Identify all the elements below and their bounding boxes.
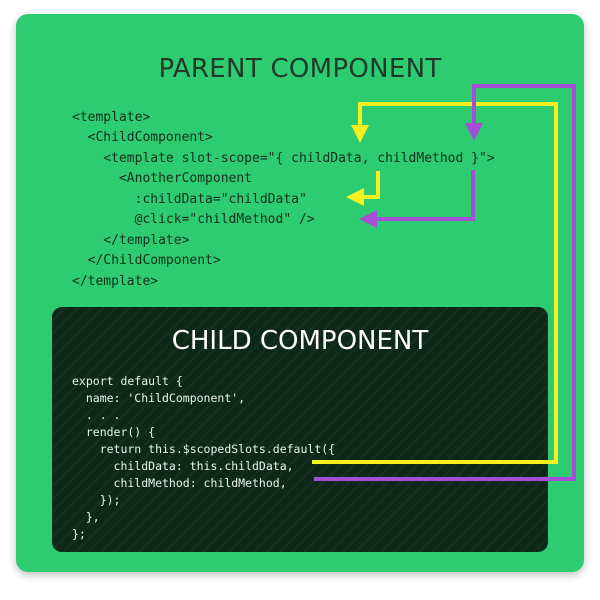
child-code-line-5: return this.$scopedSlots.default({ — [72, 442, 336, 456]
child-method-inner-line — [376, 170, 475, 221]
child-data-arrowhead — [351, 125, 369, 143]
child-data-inner-line — [363, 171, 380, 199]
parent-code-line-5: :childData="childData" — [72, 192, 307, 207]
parent-code-line-6: @click="childMethod" /> — [72, 212, 315, 227]
child-method-arrowhead — [465, 123, 483, 141]
child-data-arrow — [312, 102, 558, 464]
child-code-line-7: childMethod: childMethod, — [72, 476, 287, 490]
child-method-arrow — [314, 84, 576, 481]
parent-code-line-7: </template> — [72, 233, 190, 248]
parent-code-line-8: </ChildComponent> — [72, 253, 221, 268]
child-component-title: CHILD COMPONENT — [171, 326, 429, 356]
child-component-panel — [52, 307, 548, 552]
parent-code-line-4: <AnotherComponent — [72, 171, 253, 186]
child-code-line-2: name: 'ChildComponent', — [72, 391, 246, 405]
child-code-line-1: export default { — [72, 374, 183, 388]
child-code-line-4: render() { — [72, 425, 156, 439]
parent-code-line-1: <template> — [72, 110, 151, 125]
parent-code-line-2: <ChildComponent> — [72, 130, 213, 145]
child-method-arrow-line — [314, 84, 576, 481]
child-code-line-10: }; — [72, 527, 86, 541]
child-code-line-6: childData: this.childData, — [72, 459, 294, 473]
child-data-inner-arrowhead — [346, 188, 364, 206]
child-code-line-8: }); — [72, 493, 121, 507]
parent-code-line-3: <template slot-scope="{ childData, child… — [72, 151, 495, 166]
child-method-inner-arrowhead — [359, 210, 377, 228]
parent-component-title: PARENT COMPONENT — [158, 54, 442, 84]
child-data-arrow-line — [312, 102, 558, 464]
child-code-line-9: }, — [72, 510, 100, 524]
child-code-line-3: . . . — [72, 408, 121, 422]
parent-code-line-9: </template> — [72, 274, 159, 289]
